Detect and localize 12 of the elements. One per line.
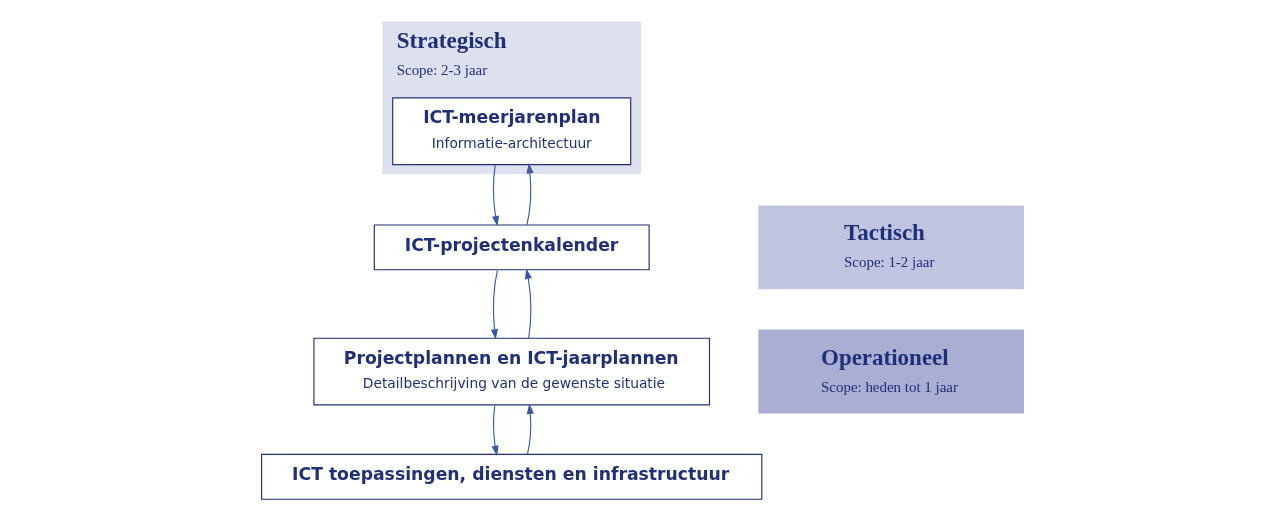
node-box: Tactisch Scope: 1-2 jaar [758, 205, 1024, 290]
node-box: ICT-projectenkalender [373, 224, 650, 271]
node-box: Operationeel Scope: heden tot 1 jaar [758, 329, 1024, 414]
arrow [491, 404, 499, 456]
node-box: ICT toepassingen, diensten en infrastructuur [261, 453, 763, 500]
node-box: ICT-meerjarenplan Informatie-architectuur [392, 97, 632, 166]
arrow [491, 164, 500, 227]
arrow [490, 269, 499, 340]
node-box: Projectplannen en ICT-jaarplannen Detailbeschrijving van de gewenste situatie [313, 337, 711, 406]
arrow [526, 403, 534, 455]
arrow [524, 268, 532, 339]
arrow [526, 162, 534, 226]
